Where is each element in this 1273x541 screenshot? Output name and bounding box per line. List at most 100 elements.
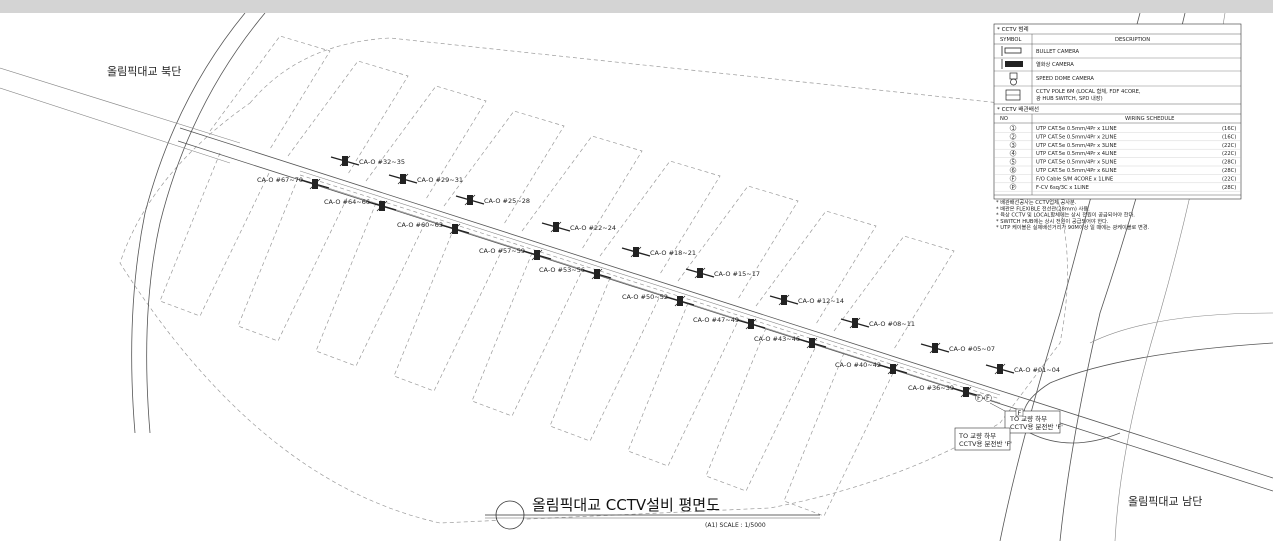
panel-callout-left: TO 교량 하부 CCTV용 분전반 'F' bbox=[954, 427, 1012, 451]
camera-marker-bottom-4: CA-O #57~59 bbox=[479, 247, 552, 261]
legend-wiring-header: * CCTV 배관배선 bbox=[997, 105, 1039, 113]
panel-callout-right: TO 교량 하부 CCTV용 분전반 'F' bbox=[989, 402, 1063, 434]
wiring-spec: UTP CAT.5e 0.5mm/4Pr x 6LINE bbox=[1036, 168, 1117, 174]
wiring-no: 2 bbox=[1012, 134, 1015, 140]
wiring-spec: F/O Cable S/M 4CORE x 1LINE bbox=[1036, 176, 1113, 182]
coverage-zone-upper bbox=[833, 235, 955, 350]
camera-label-bottom-2: CA-O #64~66 bbox=[324, 198, 370, 206]
wiring-conduit: (28C) bbox=[1222, 160, 1236, 166]
legend-symbol-desc-1: BULLET CAMERA bbox=[1036, 49, 1080, 55]
coverage-zone-lower bbox=[315, 202, 427, 367]
callout-right-line2: CCTV용 분전반 'F' bbox=[1010, 422, 1063, 431]
legend-col-symbol: SYMBOL bbox=[1000, 37, 1021, 43]
bridge-edge-2 bbox=[177, 140, 1273, 492]
wiring-no: 4 bbox=[1012, 151, 1016, 157]
coverage-zone-lower bbox=[237, 177, 349, 342]
camera-label-bottom-6: CA-O #50~52 bbox=[622, 293, 668, 301]
camera-marker-bottom-10: CA-O #36~39 bbox=[908, 384, 981, 398]
wiring-spec: UTP CAT.5e 0.5mm/4Pr x 2LINE bbox=[1036, 134, 1117, 140]
camera-marker-top-8: CA-O #08~11 bbox=[840, 317, 915, 329]
camera-marker-top-4: CA-O #22~24 bbox=[541, 221, 616, 233]
legend-symbol-desc-4b: 광 HUB SWITCH, SPD 내장) bbox=[1036, 94, 1103, 102]
coverage-zone-upper bbox=[209, 35, 331, 150]
panel-tag-1: F bbox=[977, 394, 981, 402]
legend-col-schedule: WIRING SCHEDULE bbox=[1125, 116, 1174, 122]
camera-label-bottom-4: CA-O #57~59 bbox=[479, 247, 525, 255]
wiring-conduit: (22C) bbox=[1222, 151, 1236, 157]
coverage-zone-upper bbox=[443, 110, 565, 225]
wiring-spec: UTP CAT.5e 0.5mm/4Pr x 1LINE bbox=[1036, 126, 1117, 132]
legend-col-no: NO bbox=[1000, 116, 1008, 122]
bridge-conduit bbox=[299, 174, 1001, 400]
wiring-conduit: (16C) bbox=[1222, 134, 1236, 140]
coverage-zone-upper bbox=[755, 210, 877, 325]
wiring-no: F bbox=[1012, 176, 1015, 182]
coverage-envelope bbox=[119, 37, 1068, 524]
legend-note: * UTP 케이블은 실제배선거리가 90M이상 일 때에는 광케이블로 변경. bbox=[996, 223, 1149, 231]
camera-label-top-2: CA-O #29~31 bbox=[417, 176, 463, 184]
north-road-lower bbox=[131, 13, 246, 434]
camera-label-top-5: CA-O #18~21 bbox=[650, 249, 696, 257]
camera-label-bottom-1: CA-O #67~70 bbox=[257, 176, 303, 184]
wiring-row: 4 UTP CAT.5e 0.5mm/4Pr x 4LINE (22C) bbox=[994, 149, 1241, 158]
wiring-conduit: (22C) bbox=[1222, 176, 1236, 182]
camera-label-bottom-8: CA-O #43~46 bbox=[754, 335, 800, 343]
coverage-zone-lower bbox=[705, 327, 817, 492]
camera-label-bottom-7: CA-O #47~49 bbox=[693, 316, 739, 324]
panel-tag-2: F bbox=[986, 394, 990, 402]
bullet-camera-icon bbox=[1001, 46, 1022, 56]
camera-marker-top-5: CA-O #18~21 bbox=[621, 246, 696, 258]
legend-panel: * CCTV 범례 SYMBOL DESCRIPTION BULLET CAME… bbox=[993, 23, 1242, 200]
callout-right-line1: TO 교량 하부 bbox=[1009, 414, 1047, 423]
wiring-spec: UTP CAT.5e 0.5mm/4Pr x 3LINE bbox=[1036, 143, 1117, 149]
south-interchange bbox=[1022, 342, 1273, 444]
camera-label-top-9: CA-O #05~07 bbox=[949, 345, 995, 353]
legend-symbol-desc-3: SPEED DOME CAMERA bbox=[1036, 76, 1094, 82]
camera-marker-top-2: CA-O #29~31 bbox=[388, 173, 463, 185]
camera-marker-bottom-7: CA-O #47~49 bbox=[693, 316, 766, 330]
camera-label-bottom-3: CA-O #60~63 bbox=[397, 221, 443, 229]
cctv-pole-icon bbox=[1005, 89, 1021, 101]
callout-left-line2: CCTV용 분전반 'F' bbox=[959, 439, 1012, 448]
wiring-no: 3 bbox=[1012, 143, 1015, 149]
camera-marker-top-1: CA-O #32~35 bbox=[330, 155, 405, 167]
coverage-zone-upper bbox=[599, 160, 721, 275]
wiring-conduit: (28C) bbox=[1222, 168, 1236, 174]
camera-marker-top-7: CA-O #12~14 bbox=[769, 294, 844, 306]
legend-note: * 배관배선공사는 CCTV업체 공사분. bbox=[996, 198, 1077, 206]
legend-symbol-header: * CCTV 범례 bbox=[997, 25, 1029, 33]
bridge-median-1 bbox=[299, 170, 1001, 396]
speed-dome-camera-icon bbox=[1009, 72, 1018, 86]
camera-marker-top-9: CA-O #05~07 bbox=[920, 342, 995, 354]
wiring-row: F F/O Cable S/M 4CORE x 1LINE (22C) bbox=[994, 175, 1241, 183]
coverage-zone-lower bbox=[783, 352, 895, 517]
panel-tags: F F F bbox=[975, 394, 1024, 417]
wiring-row: 2 UTP CAT.5e 0.5mm/4Pr x 2LINE (16C) bbox=[994, 133, 1241, 141]
wiring-spec: UTP CAT.5e 0.5mm/4Pr x 4LINE bbox=[1036, 151, 1117, 157]
drawing-scale: (A1) SCALE : 1/5000 bbox=[705, 522, 766, 529]
coverage-zone-lower bbox=[159, 152, 271, 317]
legend-symbol-desc-2: 열화상 CAMERA bbox=[1036, 60, 1074, 68]
camera-marker-bottom-6: CA-O #50~52 bbox=[622, 293, 695, 307]
legend-note: * 배관은 FLEXIBLE 전선관(28mm) 사용. bbox=[996, 204, 1090, 212]
camera-marker-bottom-5: CA-O #53~56 bbox=[539, 266, 612, 280]
camera-label-bottom-10: CA-O #36~39 bbox=[908, 384, 954, 392]
camera-label-top-6: CA-O #15~17 bbox=[714, 270, 760, 278]
camera-label-top-8: CA-O #08~11 bbox=[869, 320, 915, 328]
coverage-zone-upper bbox=[521, 135, 643, 250]
camera-label-top-10: CA-O #01~04 bbox=[1014, 366, 1060, 374]
coverage-zone-lower bbox=[393, 227, 505, 392]
wiring-no: P bbox=[1012, 185, 1015, 191]
coverage-zone-upper bbox=[287, 60, 409, 175]
coverage-zone-lower bbox=[471, 252, 583, 417]
camera-label-top-4: CA-O #22~24 bbox=[570, 224, 616, 232]
camera-marker-top-10: CA-O #01~04 bbox=[985, 363, 1060, 375]
drawing-title-text: 올림픽대교 CCTV설비 평면도 bbox=[532, 496, 720, 514]
